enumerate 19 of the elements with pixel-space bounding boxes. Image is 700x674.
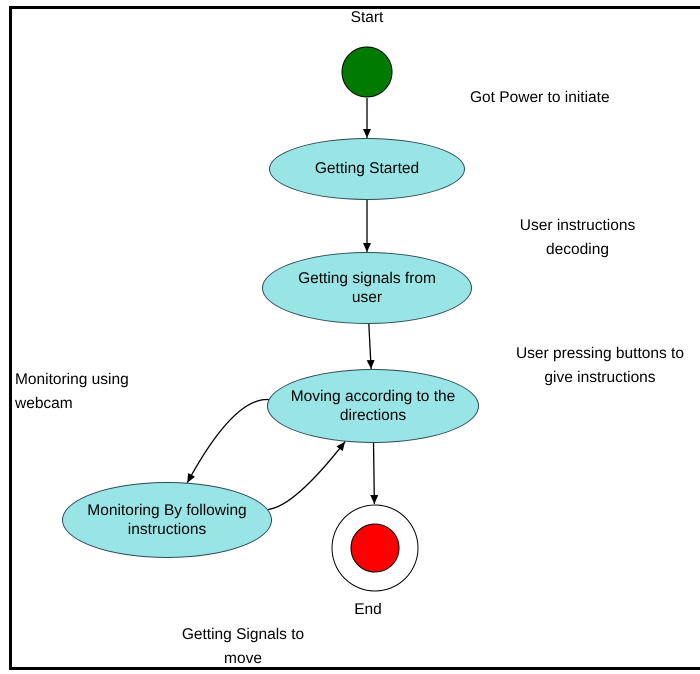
transition-note: User pressing buttons to give instructions [514,344,685,388]
state-label: Getting Started [314,159,420,179]
transition-arrow [363,98,371,138]
state-caption: Start [350,8,384,28]
transition-note: Got Power to initiate [470,88,611,108]
transition-arrow [363,200,371,252]
transition-note: User instructions decoding [518,216,636,260]
start-state-circle [341,46,393,98]
state-caption: End [354,600,382,620]
transition-arrow [186,398,269,484]
state-label: Getting signals from user [297,268,437,308]
transition-arrow [268,441,346,510]
transition-note: Getting Signals to move [180,625,306,670]
state-label: Moving according to the directions [290,386,456,426]
state-label: Monitoring By following instructions [86,500,248,540]
transition-note: Monitoring using webcam [15,370,130,414]
transition-arrow [370,443,378,504]
end-state-circle [331,504,419,592]
transition-arrow [366,324,375,370]
